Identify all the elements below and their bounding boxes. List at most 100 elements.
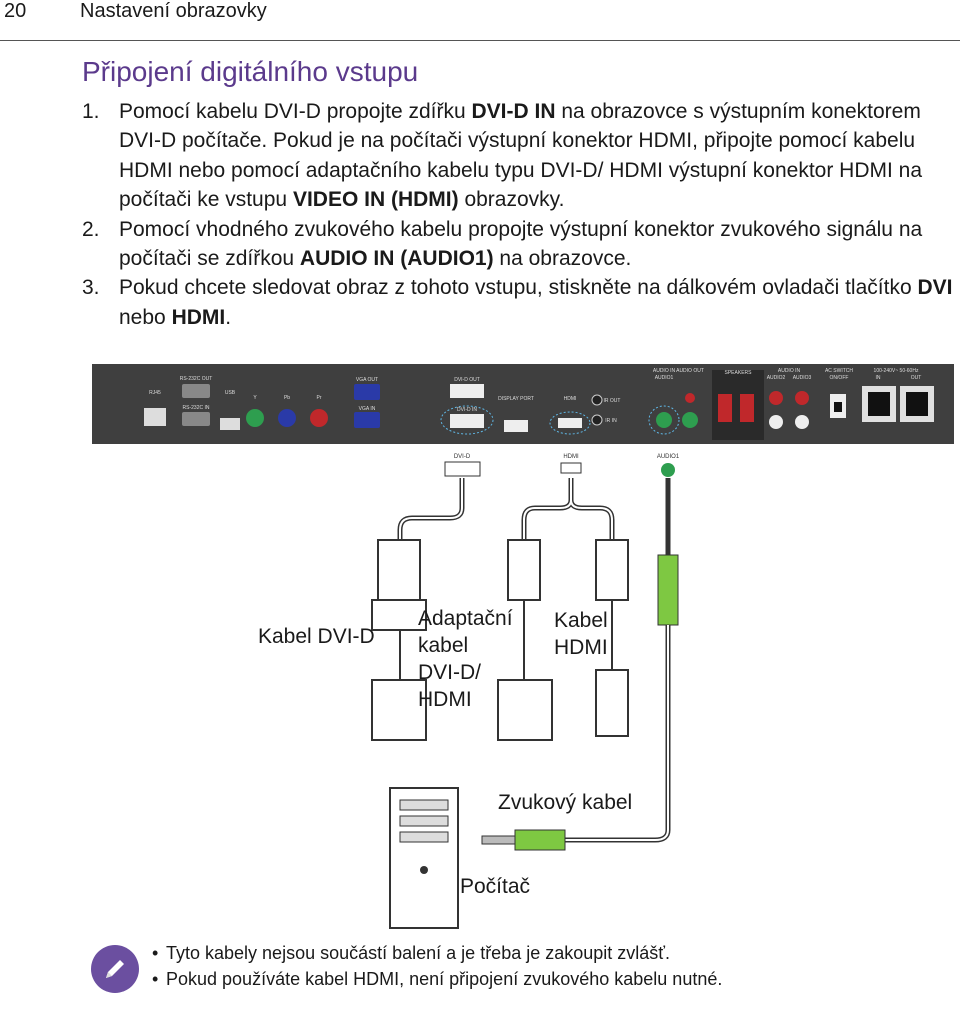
port-dvid-icon: [444, 461, 481, 477]
rj45-label: RJ45: [149, 390, 161, 396]
pencil-icon: [91, 945, 139, 993]
notes-list: Tyto kabely nejsou součástí balení a je …: [152, 940, 722, 992]
audio3-label: AUDIO3: [793, 375, 812, 381]
vga-out-label: VGA OUT: [356, 377, 378, 383]
ac-switch-rocker: [834, 402, 842, 412]
steps-list: 1. Pomocí kabelu DVI-D propojte zdířku D…: [82, 97, 957, 332]
step-text: na obrazovce s výstupním konektorem DVI-…: [119, 100, 923, 212]
audio-plug: [514, 829, 566, 851]
step-bold: HDMI: [171, 305, 226, 329]
y-port: [246, 409, 264, 427]
audio3-port: [795, 391, 809, 405]
ac-out-label: OUT: [911, 375, 922, 381]
dvi-connector: [371, 599, 427, 631]
pb-label: Pb: [284, 395, 290, 401]
audio-plug: [657, 554, 679, 626]
step-bold: VIDEO IN (HDMI): [292, 188, 459, 212]
audio-plug-tip: [481, 835, 516, 845]
step-number: 2.: [82, 217, 100, 241]
computer-tower: [389, 787, 459, 929]
vga-in-port: [354, 412, 380, 428]
dvi-connector: [371, 679, 427, 741]
audio1-label: AUDIO1: [655, 375, 674, 381]
step-text: na obrazovce.: [493, 247, 632, 271]
hdmi-cable-inner: [523, 478, 572, 540]
speaker-terminal: [718, 394, 732, 422]
step-number: 1.: [82, 100, 100, 123]
pr-port: [310, 409, 328, 427]
dvid-in-highlight: [440, 405, 494, 435]
dvid-out-port: [450, 384, 484, 398]
label-adapter-line: DVI-D/: [418, 661, 481, 684]
dvid-cable-inner: [399, 478, 463, 540]
pr-label: Pr: [317, 395, 322, 401]
dvi-connector: [377, 539, 421, 601]
audio-out-label: AUDIO OUT: [676, 368, 704, 374]
computer-bay: [399, 815, 449, 827]
port-hdmi-label: HDMI: [563, 454, 579, 460]
ir-out-label: IR OUT: [604, 398, 621, 404]
audio1-port: [656, 412, 672, 428]
ir-in-port: [591, 414, 603, 426]
y-label: Y: [253, 395, 257, 401]
speakers-label: SPEAKERS: [725, 370, 753, 376]
step-text: Pomocí kabelu DVI-D propojte zdířku: [119, 100, 472, 123]
step-text: Pomocí vhodného zvukového kabelu propojt…: [119, 217, 923, 271]
ac-in-label: IN: [876, 375, 881, 381]
port-dvid-label: DVI-D: [454, 454, 471, 460]
ac-in-inner: [868, 392, 890, 416]
label-adapter-line: kabel: [418, 634, 469, 657]
step-1: 1. Pomocí kabelu DVI-D propojte zdířku D…: [82, 97, 957, 215]
pencil-shape: [106, 960, 124, 978]
computer-bay: [399, 799, 449, 811]
label-adapter-line: Adaptační: [418, 607, 513, 630]
port-audio-icon: [661, 463, 675, 477]
step-2: 2. Pomocí vhodného zvukového kabelu prop…: [82, 215, 957, 274]
pb-port: [278, 409, 296, 427]
page-number: 20: [4, 0, 27, 22]
step-bold: DVI: [917, 276, 953, 300]
audio-red-port: [685, 393, 695, 403]
rs232-in-label: RS-232C IN: [183, 405, 210, 411]
label-dvid-cable: Kabel DVI-D: [258, 625, 375, 648]
hdmi-connector: [595, 539, 629, 601]
dvid-out-label: DVI-D OUT: [454, 377, 480, 383]
hdmi-label: HDMI: [564, 396, 577, 402]
step-3: 3. Pokud chcete sledovat obraz z tohoto …: [82, 273, 957, 332]
audio2-label: AUDIO2: [767, 375, 786, 381]
displayport-port: [504, 420, 528, 432]
section-title: Připojení digitálního vstupu: [82, 56, 419, 87]
hdmi-highlight: [549, 411, 591, 435]
note-item: Tyto kabely nejsou součástí balení a je …: [152, 940, 722, 966]
label-computer: Počítač: [460, 875, 531, 898]
ac-range-label: 100-240V~ 50-60Hz: [874, 368, 919, 374]
usb-label: USB: [225, 390, 236, 396]
ac-switch-label: AC SWITCH: [825, 368, 853, 374]
rs232-in-port: [182, 412, 210, 426]
usb-port: [220, 418, 240, 430]
displayport-label: DISPLAY PORT: [498, 396, 534, 402]
step-text: Pokud chcete sledovat obraz z tohoto vst…: [119, 276, 918, 300]
hdmi-port: [558, 418, 582, 428]
ir-out-port: [591, 394, 603, 406]
step-bold: DVI-D IN: [471, 100, 556, 123]
port-hdmi-icon: [560, 462, 582, 474]
port-audio-label: AUDIO1: [657, 454, 680, 460]
ir-in-label: IR IN: [605, 418, 617, 424]
dvid-cable: [397, 478, 465, 540]
rs232-out-port: [182, 384, 210, 398]
audio1-highlight: [648, 405, 680, 435]
note-item: Pokud používáte kabel HDMI, není připoje…: [152, 966, 722, 992]
speaker-terminal: [740, 394, 754, 422]
label-hdmi-cable: Kabel HDMI: [554, 607, 608, 661]
dvid-in-label: DVI-D IN: [457, 407, 477, 413]
audio-out-port: [682, 412, 698, 428]
rear-panel-illustration: RJ45 RS-232C OUT RS-232C IN USB Y Pb Pr …: [92, 364, 954, 444]
hdmi-cable: [568, 499, 615, 540]
label-hdmi-line: HDMI: [554, 636, 608, 659]
audio-cable-inner: [565, 625, 669, 841]
label-adapter-cable: Adaptační kabel DVI-D/ HDMI: [418, 605, 513, 713]
label-audio-cable: Zvukový kabel: [498, 791, 633, 814]
hdmi-cable-inner: [570, 499, 613, 540]
hdmi-connector: [507, 539, 541, 601]
